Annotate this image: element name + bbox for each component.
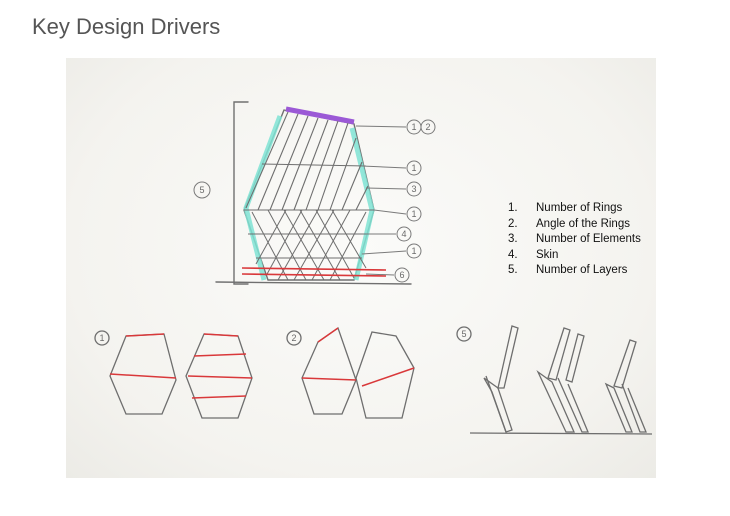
design-drivers-legend: 1. Number of Rings 2. Angle of the Rings… — [508, 201, 641, 279]
legend-number: 3. — [508, 233, 518, 245]
sketch-photo: 1 2 1 3 1 4 1 6 5 — [66, 58, 656, 478]
callout-4: 4 — [401, 229, 406, 239]
sub-sketch-label-1: 1 — [99, 333, 104, 343]
callout-1-b: 1 — [411, 209, 416, 219]
top-ring — [285, 106, 355, 125]
legend-number: 1. — [508, 202, 518, 214]
legend-number: 5. — [508, 264, 518, 276]
callout-2-top: 2 — [425, 122, 430, 132]
legend-item: 2. Angle of the Rings — [508, 217, 641, 233]
legend-number: 2. — [508, 217, 518, 230]
callout-1-c: 1 — [411, 246, 416, 256]
page-title: Key Design Drivers — [32, 14, 221, 39]
callout-6: 6 — [399, 270, 404, 280]
legend-item: 3. Number of Elements — [508, 232, 641, 248]
callout-1-top: 1 — [411, 122, 416, 132]
legend-number: 4. — [508, 248, 518, 261]
legend-item: 1. Number of Rings — [508, 201, 641, 217]
layers-bracket — [233, 101, 249, 285]
legend-label: Number of Elements — [536, 233, 641, 245]
legend-label: Number of Layers — [536, 264, 628, 276]
legend-label: Number of Rings — [536, 202, 623, 214]
legend-item: 5. Number of Layers — [508, 263, 641, 279]
sketch2-right — [355, 331, 415, 419]
sub-sketch-label-5: 5 — [461, 329, 466, 339]
design-sketch: 1 2 1 3 1 4 1 6 5 — [94, 101, 653, 435]
legend-label: Skin — [536, 248, 559, 261]
legend-item: 4. Skin — [508, 248, 641, 264]
callout-5: 5 — [199, 185, 204, 195]
sub-sketch-label-2: 2 — [291, 333, 296, 343]
callout-1-a: 1 — [411, 163, 416, 173]
skin-right — [349, 127, 375, 281]
callout-3: 3 — [411, 184, 416, 194]
sketch2-left — [301, 326, 357, 415]
legend-label: Angle of the Rings — [536, 217, 630, 230]
ground-line — [215, 281, 412, 285]
